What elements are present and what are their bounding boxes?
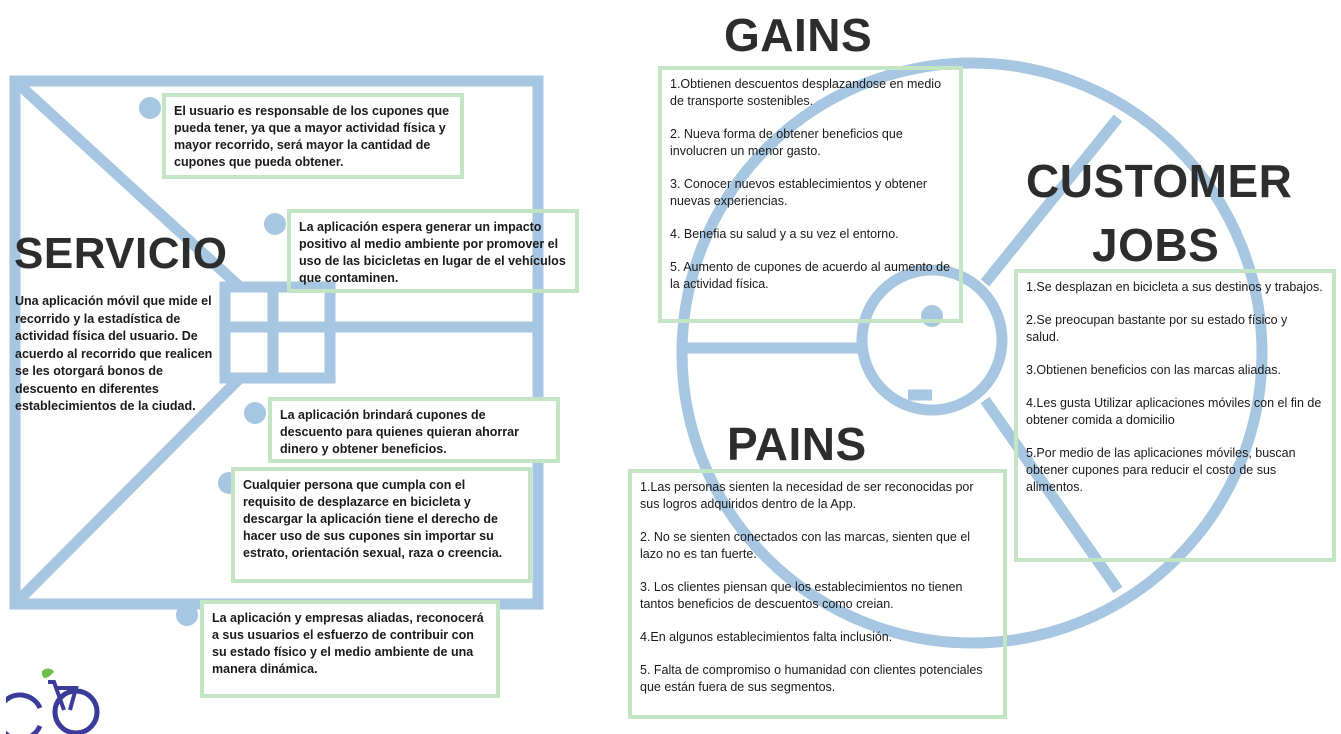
pains-item: 4.En algunos establecimientos falta incl… bbox=[640, 630, 893, 644]
servicio-box-2: La aplicación espera generar un impacto … bbox=[287, 209, 579, 293]
customer-jobs-box: 1.Se desplazan en bicicleta a sus destin… bbox=[1014, 269, 1336, 562]
bullet-dot-1 bbox=[139, 97, 161, 119]
customer-jobs-item: 4.Les gusta Utilizar aplicaciones móvile… bbox=[1026, 396, 1322, 427]
servicio-box-4: Cualquier persona que cumpla con el requ… bbox=[231, 467, 532, 583]
pains-item: 2. No se sienten conectados con las marc… bbox=[640, 530, 971, 561]
gains-title: GAINS bbox=[724, 9, 873, 61]
customer-jobs-item: 3.Obtienen beneficios con las marcas ali… bbox=[1026, 363, 1282, 377]
servicio-box-1: El usuario es responsable de los cupones… bbox=[162, 93, 464, 179]
bullet-dot-5 bbox=[176, 604, 198, 626]
bicycle-leaf-logo-icon bbox=[6, 668, 100, 734]
gains-box: 1.Obtienen descuentos desplazandose en m… bbox=[658, 66, 963, 323]
gains-item: 3. Conocer nuevos establecimientos y obt… bbox=[670, 177, 928, 208]
bullet-dot-2 bbox=[264, 213, 286, 235]
servicio-title: SERVICIO bbox=[14, 229, 228, 278]
customer-jobs-title-line1: CUSTOMER bbox=[1026, 155, 1293, 207]
servicio-description: Una aplicación móvil que mide el recorri… bbox=[15, 294, 213, 413]
gains-item: 4. Benefia su salud y a su vez el entorn… bbox=[670, 227, 899, 241]
pains-box: 1.Las personas sienten la necesidad de s… bbox=[628, 469, 1007, 719]
customer-jobs-item: 5.Por medio de las aplicaciones móviles,… bbox=[1026, 446, 1296, 494]
servicio-box-5: La aplicación y empresas aliadas, recono… bbox=[200, 600, 500, 698]
pains-item: 3. Los clientes piensan que los establec… bbox=[640, 580, 963, 611]
pains-title: PAINS bbox=[727, 418, 867, 470]
customer-jobs-title-line2: JOBS bbox=[1092, 219, 1220, 271]
bullet-dot-3 bbox=[244, 402, 266, 424]
pains-item: 5. Falta de compromiso o humanidad con c… bbox=[640, 663, 983, 694]
servicio-box-3: La aplicación brindará cupones de descue… bbox=[268, 397, 560, 463]
gains-item: 5. Aumento de cupones de acuerdo al aume… bbox=[670, 260, 951, 291]
pains-item: 1.Las personas sienten la necesidad de s… bbox=[640, 480, 974, 511]
gains-item: 1.Obtienen descuentos desplazandose en m… bbox=[670, 77, 942, 108]
customer-jobs-item: 1.Se desplazan en bicicleta a sus destin… bbox=[1026, 280, 1323, 294]
customer-jobs-item: 2.Se preocupan bastante por su estado fí… bbox=[1026, 313, 1288, 344]
gains-item: 2. Nueva forma de obtener beneficios que… bbox=[670, 127, 903, 158]
